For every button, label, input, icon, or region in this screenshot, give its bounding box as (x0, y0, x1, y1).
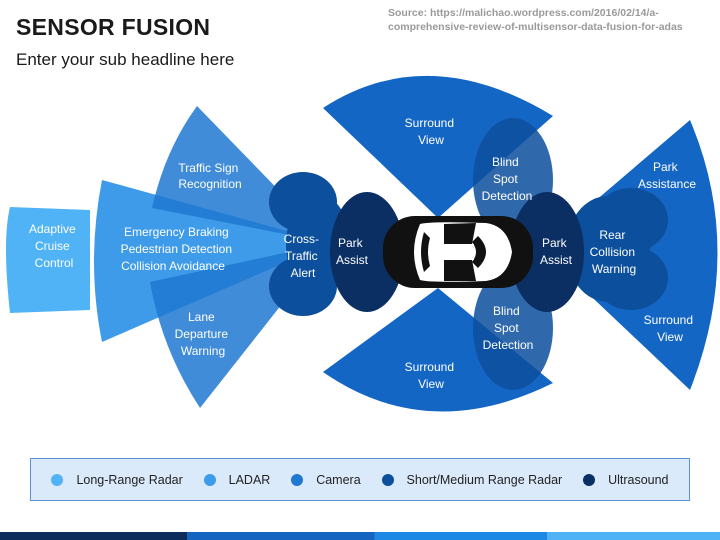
rear-collision-radar-zone (566, 188, 668, 310)
legend-item-long-range-radar: Long-Range Radar (51, 472, 183, 487)
legend-dot-icon (583, 473, 596, 486)
page-subtitle: Enter your sub headline here (16, 50, 235, 69)
park-assist-right-label: Park Assist (540, 236, 573, 267)
page-title: SENSOR FUSION (16, 14, 211, 40)
emergency-braking-label: Emergency Braking Pedestrian Detection C… (121, 225, 236, 273)
park-assist-left-label: Park Assist (336, 236, 369, 267)
legend-dot-icon (381, 473, 394, 486)
ladar-zone (94, 180, 330, 342)
surround-view-top-zone (323, 75, 553, 218)
legend-label: LADAR (228, 472, 271, 487)
footer-color-bar (0, 532, 720, 540)
legend-label: Camera (316, 472, 361, 487)
traffic-sign-label: Traffic Sign Recognition (178, 161, 241, 191)
long-range-radar-zone (6, 207, 90, 313)
sensor-fusion-diagram: Adaptive Cruise Control Emergency Brakin… (6, 75, 718, 412)
car-icon (383, 216, 533, 288)
source-citation: Source: https://malichao.wordpress.com/2… (388, 7, 683, 33)
adaptive-cruise-label: Adaptive Cruise Control (29, 222, 79, 270)
park-assistance-label: Park Assistance (638, 160, 696, 191)
surround-view-bottom-label: Surround View (405, 360, 458, 391)
legend-dot-icon (291, 473, 304, 486)
legend-label: Long-Range Radar (76, 472, 183, 487)
lane-departure-label: Lane Departure Warning (175, 310, 232, 358)
park-assist-left-zone (330, 192, 404, 312)
legend: Long-Range Radar LADAR Camera Short/Medi… (30, 458, 690, 501)
cross-traffic-label: Cross- Traffic Alert (284, 232, 323, 280)
legend-dot-icon (51, 473, 64, 486)
legend-item-ultrasound: Ultrasound (583, 472, 669, 487)
blind-spot-top-label: Blind Spot Detection (482, 155, 533, 203)
surround-view-top-label: Surround View (405, 116, 458, 147)
legend-item-ladar: LADAR (203, 472, 271, 487)
legend-label: Ultrasound (608, 472, 669, 487)
rear-collision-label: Rear Collision Warning (590, 228, 639, 276)
surround-view-right-label: Surround View (644, 313, 697, 344)
legend-item-camera: Camera (291, 472, 361, 487)
legend-item-short-medium-radar: Short/Medium Range Radar (381, 472, 563, 487)
park-assist-right-zone (510, 192, 584, 312)
blind-spot-bottom-label: Blind Spot Detection (483, 304, 534, 352)
legend-label: Short/Medium Range Radar (406, 472, 563, 487)
legend-dot-icon (203, 473, 216, 486)
